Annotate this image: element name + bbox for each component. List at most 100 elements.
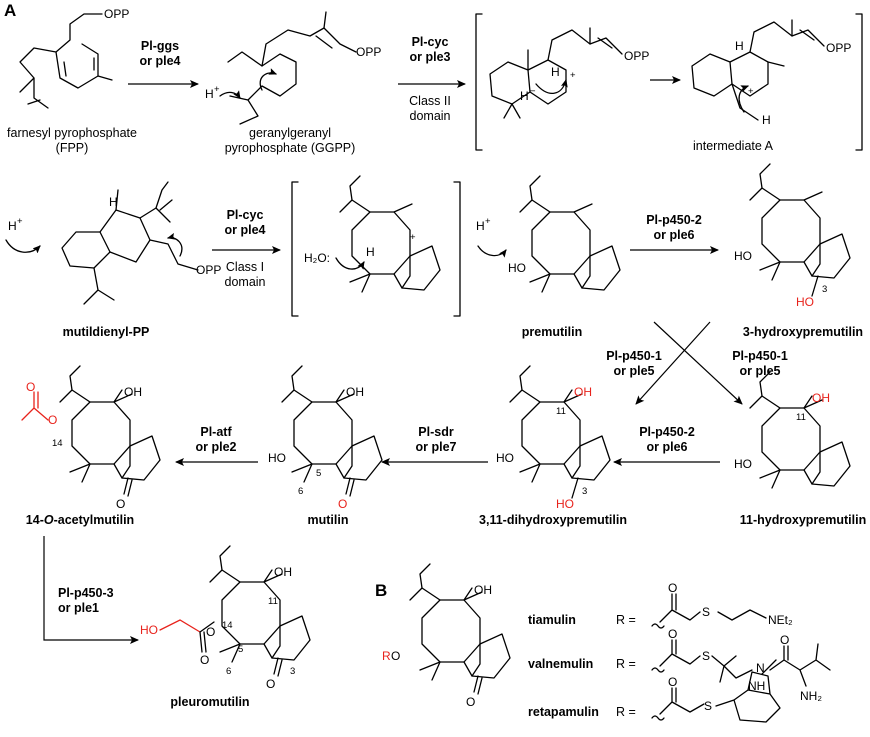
dihydroxy-oh-label: OH: [574, 385, 592, 399]
fpp-structure: OPP: [19, 7, 129, 109]
acetylmutilin-name: 14-O-acetylmutilin: [26, 513, 134, 527]
enzyme-cyc2-domain-line2: domain: [410, 109, 451, 123]
enzyme-cyc2-line1: Pl-cyc: [412, 35, 449, 49]
acetyl-ketone-label: O: [116, 497, 125, 511]
ggpp-name-line2: pyrophosphate (GGPP): [225, 141, 356, 155]
panel-a-label: A: [4, 1, 16, 20]
int1-cation-label: +: [570, 70, 576, 81]
enzyme-p450-1b-line2: or ple5: [740, 364, 781, 378]
enzyme-p450-2b-line2: or ple6: [647, 440, 688, 454]
int1-opp-label: OPP: [624, 49, 649, 63]
panel-b-r-label: R: [382, 649, 391, 663]
row2-proton-arrow: [5, 239, 41, 254]
acetyl-ester-o-label: O: [48, 413, 57, 427]
11-hydroxypremutilin-structure: HO OH 11: [734, 371, 851, 489]
bracket-right-row2: [453, 181, 461, 317]
panel-b-oh-label: OH: [474, 583, 492, 597]
ggpp-hplus-charge: +: [214, 84, 220, 95]
inta-cation-label: +: [748, 86, 754, 97]
inta-h-lower-label: H: [762, 113, 771, 127]
valnemulin-nh-label: NH: [748, 679, 765, 693]
pleuromutilin-3-locant: 3: [290, 666, 295, 677]
dihydroxy-3-locant: 3: [582, 486, 587, 497]
enzyme-ggs-line1: Pl-ggs: [141, 39, 179, 53]
panel-b-ketone-label: O: [466, 695, 475, 709]
pleuromutilin-14-locant: 14: [222, 620, 233, 631]
mutildienyl-pp-name: mutildienyl-PP: [63, 325, 150, 339]
mutilin-6-locant: 6: [298, 486, 303, 497]
11-hydroxy-ho-label: HO: [734, 457, 752, 471]
pleuromutilin-5-locant: 5: [238, 644, 243, 655]
dihydroxypremutilin-structure: HO OH 11 HO 3: [496, 365, 611, 511]
retapamulin-n-label: N: [756, 661, 765, 675]
arrow-premutilin-to-11-hydroxy: [653, 321, 743, 405]
tiamulin-side-chain: O S NEt₂: [651, 581, 793, 629]
acetyl-carbonyl-o-label: O: [26, 380, 35, 394]
pleuromutilin-name: pleuromutilin: [170, 695, 249, 709]
fpp-name-line1: farnesyl pyrophosphate: [7, 126, 137, 140]
11-hydroxy-locant: 11: [796, 412, 806, 423]
inta-h-label: H: [735, 39, 744, 53]
retapamulin-s-label: S: [704, 699, 712, 713]
enzyme-p450-1b-line1: Pl-p450-1: [732, 349, 788, 363]
enzyme-cyc1-line2: or ple4: [225, 223, 266, 237]
premutilin-proton-arrow: [477, 245, 507, 258]
11-hydroxypremutilin-name: 11-hydroxypremutilin: [740, 513, 866, 527]
enzyme-ggs-line2: or ple4: [140, 54, 181, 68]
panel-b-o-label: O: [391, 649, 400, 663]
tiamulin-s-label: S: [702, 605, 710, 619]
retapamulin-r-eq: R =: [616, 705, 636, 719]
dihydroxypremutilin-name: 3,11-dihydroxypremutilin: [479, 513, 627, 527]
enzyme-sdr-line1: Pl-sdr: [418, 425, 454, 439]
pleuromutilin-6-locant: 6: [226, 666, 231, 677]
bicyclic-cation-label: +: [410, 232, 416, 243]
inta-opp-label: OPP: [826, 41, 851, 55]
valnemulin-side-chain: O S NH O NH₂: [651, 627, 831, 703]
mutildienyl-opp-label: OPP: [196, 263, 221, 277]
retapamulin-side-chain: O S N: [651, 659, 781, 723]
3-hydroxy-oh-label: HO: [796, 295, 814, 309]
enzyme-p450-2b-line1: Pl-p450-2: [639, 425, 695, 439]
enzyme-cyc1-domain-line2: domain: [225, 275, 266, 289]
valnemulin-amide-o-label: O: [780, 633, 789, 647]
premutilin-ho-label: HO: [508, 261, 526, 275]
fpp-opp-label: OPP: [104, 7, 129, 21]
acetylmutilin-structure: O O 14 OH O: [21, 365, 161, 511]
retapamulin-o-label: O: [668, 675, 677, 689]
enzyme-atf-line2: or ple2: [196, 440, 237, 454]
bracket-left-row1: [475, 13, 483, 151]
panel-b-core-structure: R O OH O: [382, 563, 511, 709]
enzyme-p450-2a-line2: or ple6: [654, 228, 695, 242]
3-hydroxypremutilin-name: 3-hydroxypremutilin: [743, 325, 863, 339]
bicyclic-h-label: H: [366, 245, 375, 259]
arrow-3-hydroxy-to-dihydroxy: [635, 321, 711, 405]
intermediate-a-name: intermediate A: [693, 139, 774, 153]
valnemulin-name: valnemulin: [528, 657, 593, 671]
premutilin-hplus-charge: +: [485, 216, 491, 227]
ggpp-opp-label: OPP: [356, 45, 381, 59]
3-hydroxypremutilin-structure: HO HO 3: [734, 163, 851, 309]
mutildienyl-pp-structure: H OPP: [61, 181, 221, 305]
mutilin-oh-label: OH: [346, 385, 364, 399]
enzyme-p450-3-line1: Pl-p450-3: [58, 586, 114, 600]
valnemulin-nh2-label: NH₂: [800, 689, 822, 703]
pleuromutilin-11-locant: 11: [268, 596, 278, 607]
int1-h-label: H: [551, 65, 560, 79]
intermediate-a-structure: OPP H + H: [691, 19, 851, 127]
premutilin-structure: HO: [508, 175, 621, 293]
row2-hplus-charge: +: [17, 216, 23, 227]
enzyme-cyc1-line1: Pl-cyc: [227, 208, 264, 222]
int1-h-lower-label: H: [520, 89, 529, 103]
pleuromutilin-carbonyl-o-label: O: [200, 653, 209, 667]
valnemulin-s-label: S: [702, 649, 710, 663]
bracket-right-row1: [855, 13, 863, 151]
pleuromutilin-ho-label: HO: [140, 623, 158, 637]
acetyl-oh-label: OH: [124, 385, 142, 399]
decalin-cation-structure: OPP H + H −: [489, 27, 649, 119]
enzyme-cyc2-domain-line1: Class II: [409, 94, 451, 108]
ggpp-structure: OPP H +: [205, 11, 381, 125]
tiamulin-name: tiamulin: [528, 613, 576, 627]
valnemulin-o-label: O: [668, 627, 677, 641]
enzyme-p450-3-line2: or ple1: [58, 601, 99, 615]
bicyclic-cation-structure: H₂O: H +: [304, 175, 441, 293]
